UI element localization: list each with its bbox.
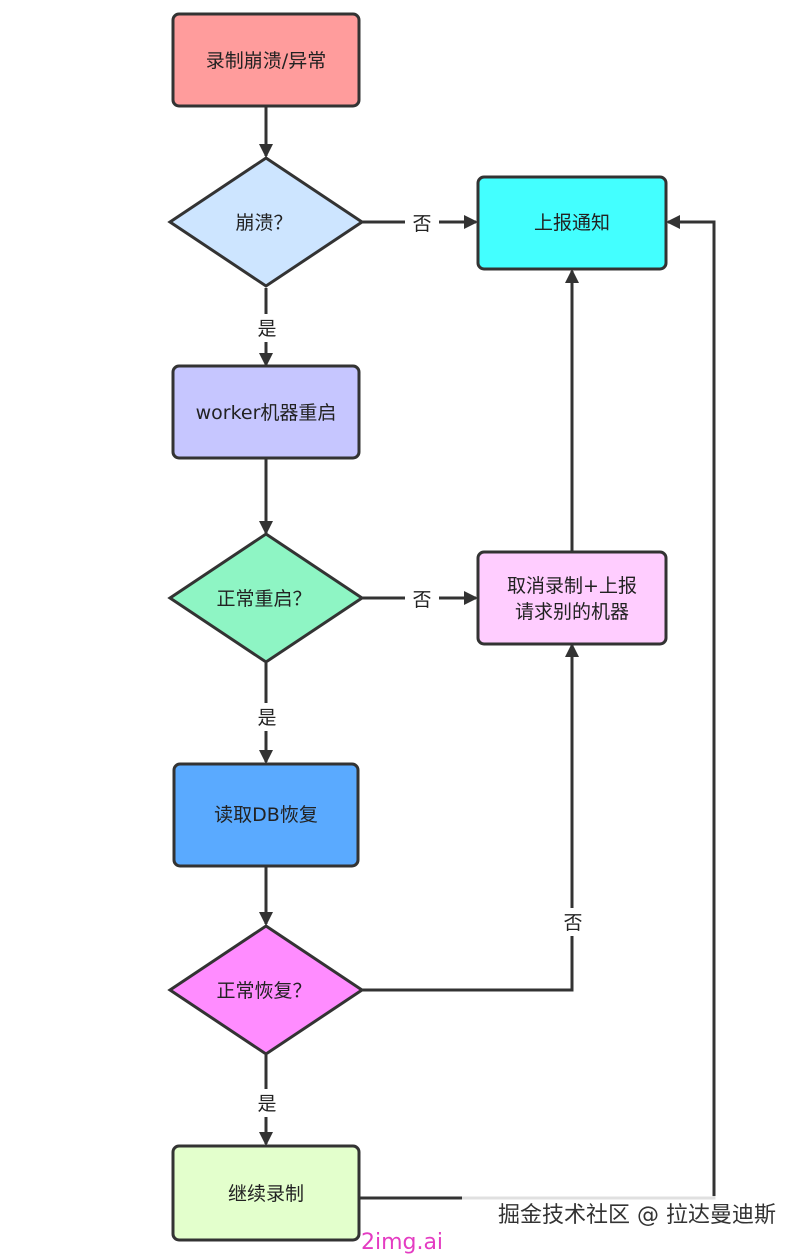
node-continue-record: 继续录制 bbox=[171, 1144, 361, 1242]
node-normal-restart: 正常重启？ bbox=[167, 532, 365, 664]
label-restart-no: 否 bbox=[412, 589, 431, 611]
node-cancel-record-label-line2: 请求别的机器 bbox=[515, 601, 629, 623]
node-worker-restart: worker机器重启 bbox=[171, 364, 361, 460]
node-cancel-record: 取消录制+上报 请求别的机器 bbox=[476, 550, 668, 646]
label-crash-yes: 是 bbox=[257, 318, 276, 340]
node-record-crash-label: 录制崩溃/异常 bbox=[206, 50, 326, 72]
node-crash-decision-label: 崩溃？ bbox=[235, 212, 292, 234]
node-crash-decision: 崩溃？ bbox=[167, 156, 365, 288]
node-normal-recover-label: 正常恢复？ bbox=[216, 980, 311, 1002]
edge-continue-to-report bbox=[359, 215, 716, 1200]
node-read-db-box bbox=[172, 762, 360, 868]
node-report-notify: 上报通知 bbox=[476, 175, 668, 271]
node-read-db: 读取DB恢复 bbox=[172, 762, 360, 868]
label-recover-yes: 是 bbox=[257, 1093, 276, 1115]
node-record-crash-box bbox=[171, 12, 361, 108]
node-crash-decision-diamond bbox=[167, 156, 365, 288]
node-read-db-label: 读取DB恢复 bbox=[214, 804, 318, 826]
node-normal-restart-label: 正常重启？ bbox=[216, 588, 311, 610]
node-continue-record-box bbox=[171, 1144, 361, 1242]
node-record-crash: 录制崩溃/异常 bbox=[171, 12, 361, 108]
node-normal-recover: 正常恢复？ bbox=[167, 924, 365, 1056]
edge-labels: 否 是 否 是 否 是 bbox=[251, 209, 588, 1117]
edge-recover-no-to-cancel bbox=[362, 643, 579, 992]
node-report-notify-box bbox=[476, 175, 668, 271]
watermark-site: 2img.ai bbox=[361, 1230, 443, 1254]
node-continue-record-label: 继续录制 bbox=[228, 1183, 304, 1205]
node-report-notify-label: 上报通知 bbox=[534, 212, 610, 234]
node-normal-recover-diamond bbox=[167, 924, 365, 1056]
node-cancel-record-box bbox=[476, 550, 668, 646]
label-restart-yes: 是 bbox=[257, 707, 276, 729]
watermark: 掘金技术社区 @ 拉达曼迪斯 2img.ai bbox=[361, 1196, 802, 1254]
node-worker-restart-box bbox=[171, 364, 361, 460]
node-normal-restart-diamond bbox=[167, 532, 365, 664]
watermark-community: 掘金技术社区 @ 拉达曼迪斯 bbox=[498, 1203, 776, 1228]
label-crash-no: 否 bbox=[412, 213, 431, 235]
node-worker-restart-label: worker机器重启 bbox=[196, 402, 337, 424]
node-cancel-record-label-line1: 取消录制+上报 bbox=[507, 575, 637, 597]
label-recover-no: 否 bbox=[563, 912, 582, 934]
